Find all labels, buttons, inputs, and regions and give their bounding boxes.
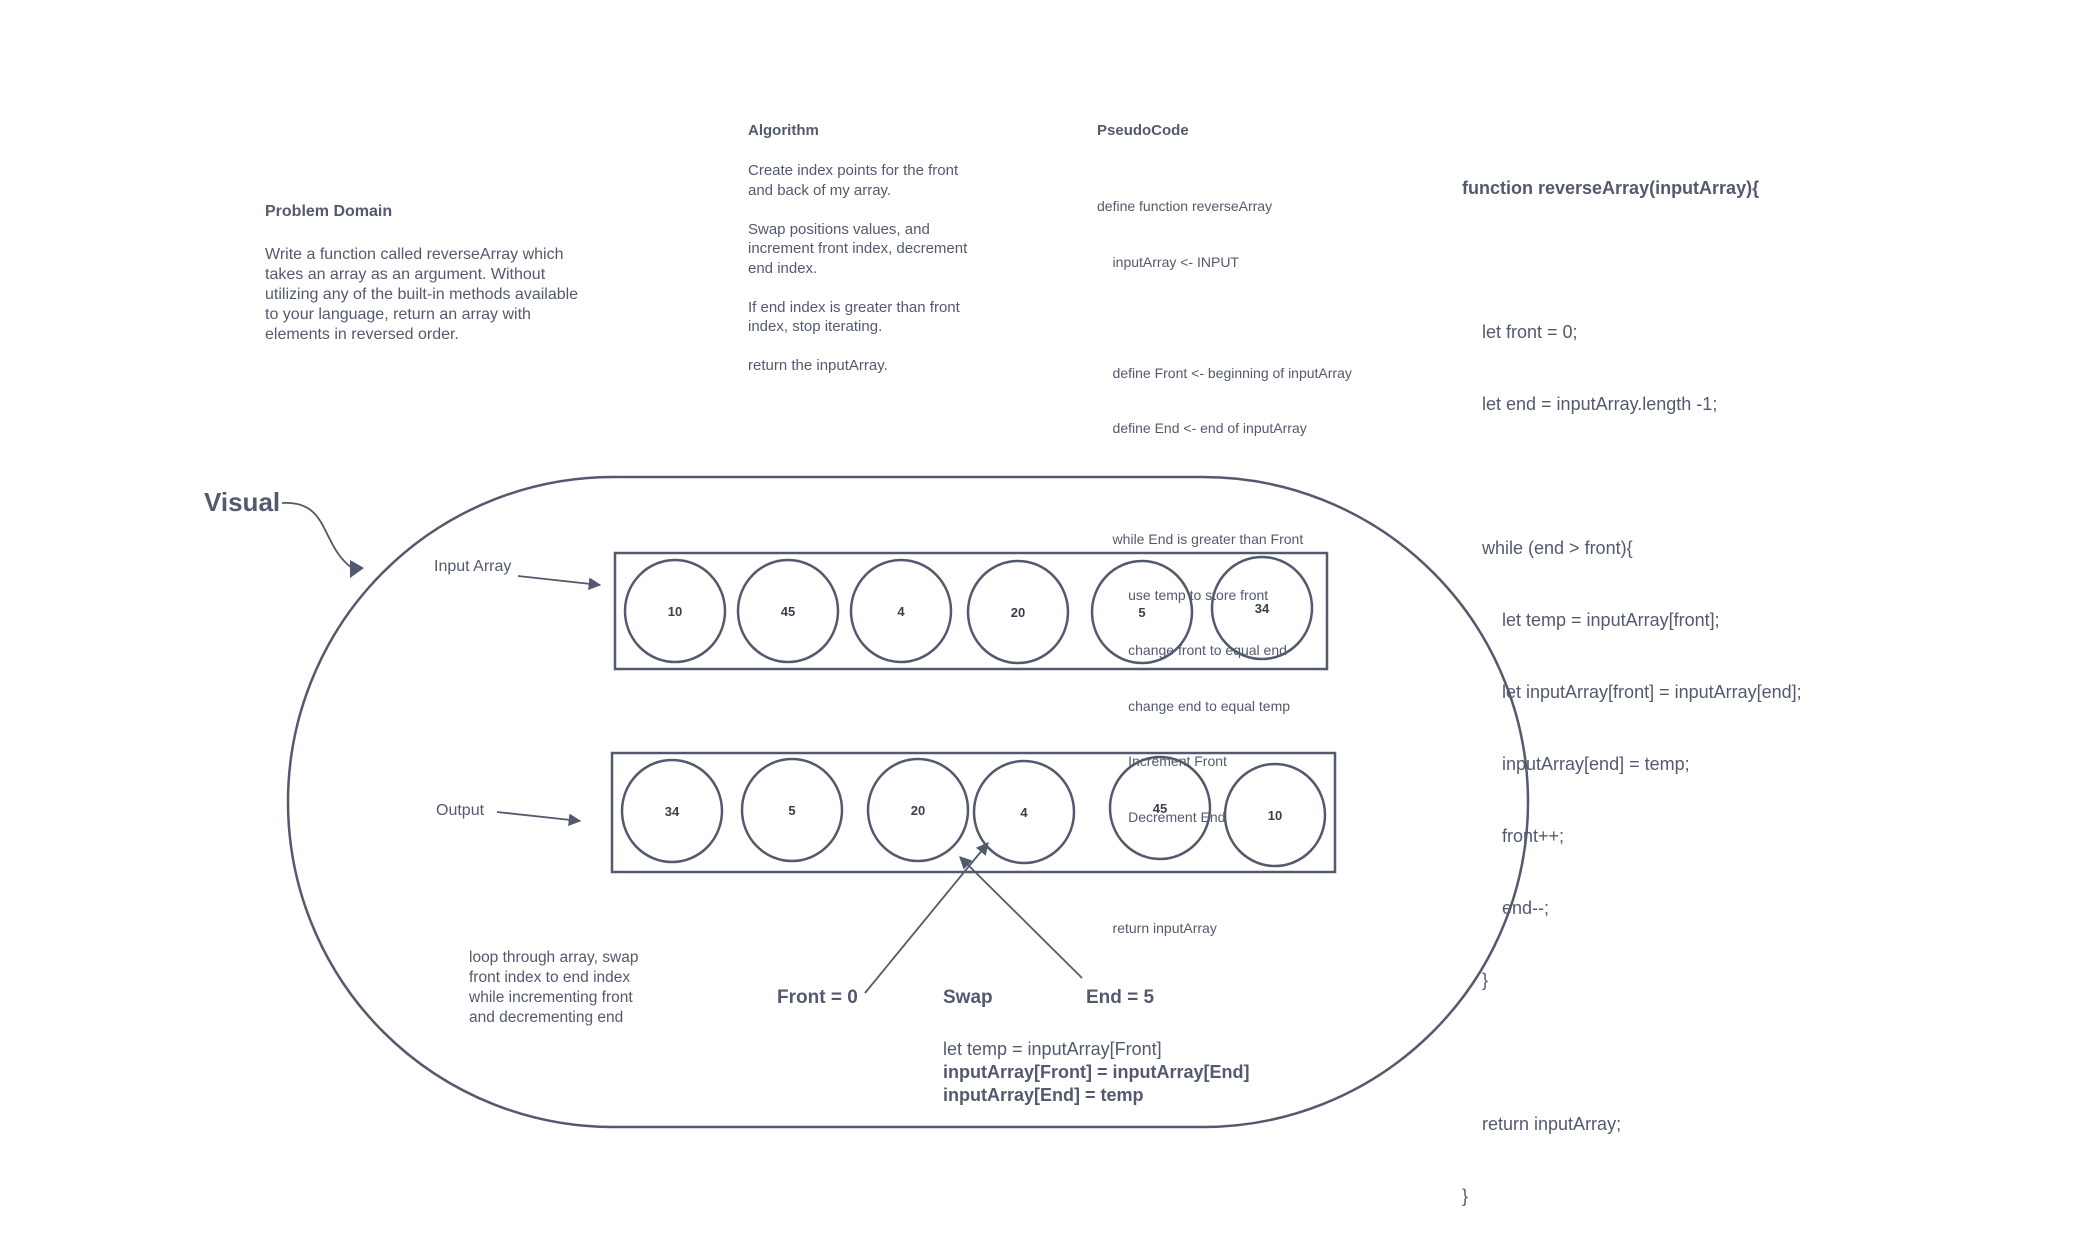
output-cell-value: 45: [1153, 801, 1167, 816]
pseudocode-heading: PseudoCode: [1097, 122, 1189, 139]
visual-title: Visual: [204, 487, 281, 517]
pseudocode-line: define End <- end of inputArray: [1097, 420, 1307, 436]
problem-domain-line: elements in reversed order.: [265, 326, 459, 343]
input-cell-value: 45: [781, 604, 795, 619]
output-cell-value: 34: [665, 804, 680, 819]
pseudocode-line: Increment Front: [1097, 753, 1227, 769]
output-label: Output: [436, 802, 485, 819]
pseudocode-text: define function reverseArray inputArray …: [1097, 160, 1352, 956]
end-pointer-arrow: [959, 856, 1083, 979]
output-array-box: [610, 751, 1337, 874]
algorithm-heading: Algorithm: [748, 122, 819, 139]
input-array-cells: 10 45 4 20 5 34: [623, 555, 1314, 665]
code-line: front++;: [1462, 826, 1565, 846]
visual-pointer-arrowhead: [350, 560, 364, 578]
input-label-arrow: [517, 575, 602, 591]
code-line: [1462, 248, 1802, 272]
visual-pointer-arrow: [281, 502, 353, 569]
output-cell-circle: [620, 758, 724, 864]
code-line: let front = 0;: [1462, 322, 1578, 342]
pseudocode-line: inputArray <- INPUT: [1097, 253, 1239, 270]
input-cell-circle: [1210, 555, 1314, 661]
algorithm-text: Create index points for the front and ba…: [748, 161, 967, 376]
code-line: inputArray[end] = temp;: [1462, 754, 1690, 774]
pseudocode-line: while End is greater than Front: [1097, 531, 1304, 547]
output-label-arrow: [496, 811, 582, 827]
input-cell-circle: [1090, 559, 1194, 665]
input-cell-value: 5: [1138, 605, 1145, 620]
code-line: end--;: [1462, 898, 1550, 918]
code-line: while (end > front){: [1462, 538, 1633, 558]
loop-note-line: while incrementing front: [469, 989, 633, 1006]
swap-code: let temp = inputArray[Front] inputArray[…: [943, 1038, 1250, 1107]
problem-domain-line: utilizing any of the built-in methods av…: [265, 286, 579, 303]
code-line: let temp = inputArray[front];: [1462, 610, 1720, 630]
pseudocode-line: change front to equal end: [1097, 642, 1287, 658]
pseudocode-line: [1097, 863, 1352, 882]
problem-domain-line: Write a function called reverseArray whi…: [265, 246, 564, 263]
output-array-cells: 34 5 20 4 45 10: [620, 755, 1327, 868]
loop-note-line: and decrementing end: [469, 1009, 624, 1026]
input-cell-circle: [849, 558, 953, 664]
input-cell-value: 34: [1255, 601, 1270, 616]
algorithm-line: increment front index, decrement: [748, 240, 968, 257]
loop-note-line: front index to end index: [469, 969, 631, 986]
visual-container: [286, 475, 1530, 1129]
input-array-box: [613, 551, 1329, 671]
output-cell-value: 10: [1268, 808, 1282, 823]
algorithm-line: end index.: [748, 259, 818, 277]
loop-note: loop through array, swap front index to …: [469, 948, 638, 1028]
output-cell-value: 5: [788, 803, 795, 818]
loop-note-line: loop through array, swap: [469, 949, 639, 966]
output-cell-circle: [866, 757, 970, 863]
problem-domain-heading: Problem Domain: [265, 203, 393, 220]
output-cell-circle: [1223, 762, 1327, 868]
pseudocode-line: define function reverseArray: [1097, 198, 1273, 214]
algorithm-line: Swap positions values, and: [748, 220, 930, 238]
pseudocode-line: change end to equal temp: [1097, 697, 1291, 714]
input-cell-value: 20: [1011, 605, 1025, 620]
problem-domain-line: takes an array as an argument. Without: [265, 266, 546, 283]
code-line: return inputArray;: [1462, 1114, 1622, 1134]
code-line: }: [1462, 1186, 1469, 1206]
algorithm-line: Create index points for the front: [748, 162, 959, 179]
output-cell-circle: [740, 757, 844, 863]
swap-code-line-2: inputArray[Front] = inputArray[End]: [943, 1062, 1250, 1082]
end-label: End = 5: [1086, 987, 1155, 1008]
algorithm-line: and back of my array.: [748, 181, 892, 199]
output-cell-circle: [1108, 755, 1212, 861]
code-line: let inputArray[front] = inputArray[end];: [1462, 682, 1802, 702]
pseudocode-line: Decrement End: [1097, 808, 1226, 825]
code-first-line: function reverseArray(inputArray){: [1462, 178, 1760, 198]
output-cell-circle: [972, 759, 1076, 865]
swap-code-line-3: inputArray[End] = temp: [943, 1085, 1144, 1105]
code-line: [1462, 1040, 1802, 1064]
swap-label: Swap: [943, 987, 993, 1008]
input-cell-circle: [736, 558, 840, 664]
code-block: function reverseArray(inputArray){ let f…: [1462, 128, 1802, 1232]
output-cell-value: 4: [1020, 805, 1028, 820]
pseudocode-line: use temp to store front: [1097, 586, 1269, 603]
front-label: Front = 0: [777, 987, 858, 1008]
problem-domain-text: Write a function called reverseArray whi…: [265, 245, 578, 345]
input-cell-value: 4: [897, 604, 905, 619]
pseudocode-line: [1097, 475, 1352, 494]
algorithm-line: return the inputArray.: [748, 357, 888, 374]
output-cell-value: 20: [911, 803, 925, 818]
algorithm-line: If end index is greater than front: [748, 298, 960, 316]
swap-code-line-1: let temp = inputArray[Front]: [943, 1039, 1162, 1059]
algorithm-line: index, stop iterating.: [748, 318, 883, 335]
code-line: let end = inputArray.length -1;: [1462, 394, 1718, 414]
pseudocode-line: return inputArray: [1097, 919, 1217, 936]
input-array-label: Input Array: [434, 558, 512, 575]
input-cell-circle: [966, 559, 1070, 665]
code-line: }: [1462, 970, 1489, 990]
input-cell-value: 10: [668, 604, 682, 619]
code-line: [1462, 464, 1802, 488]
input-cell-circle: [623, 558, 727, 664]
problem-domain-line: to your language, return an array with: [265, 306, 531, 323]
pseudocode-line: define Front <- beginning of inputArray: [1097, 364, 1352, 381]
pseudocode-line: [1097, 308, 1352, 327]
